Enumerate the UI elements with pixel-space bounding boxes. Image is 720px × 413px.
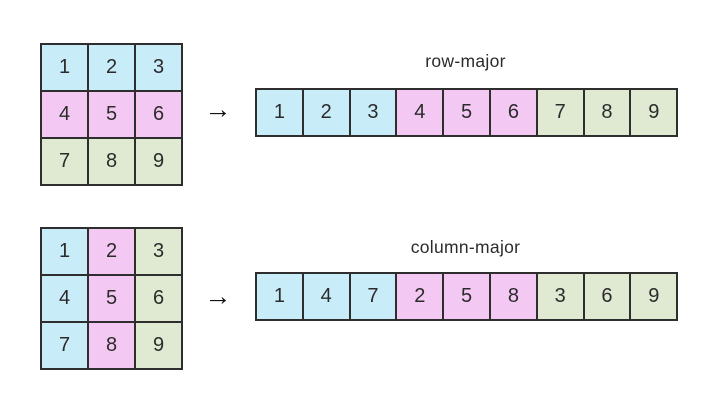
array-cell: 7 xyxy=(536,89,584,136)
matrix-cell: 6 xyxy=(135,275,182,322)
matrix-cell: 7 xyxy=(41,322,88,369)
column-major-label: column-major xyxy=(410,237,521,257)
matrix-cell: 1 xyxy=(41,228,88,275)
array-cell: 3 xyxy=(536,273,584,320)
matrix-cell: 2 xyxy=(88,44,135,91)
array-cell: 8 xyxy=(489,273,537,320)
matrix-cell: 9 xyxy=(135,138,182,185)
array-cell: 6 xyxy=(583,273,631,320)
array-cell: 9 xyxy=(630,273,678,320)
matrix-cell: 4 xyxy=(41,275,88,322)
matrix-cell: 6 xyxy=(135,91,182,138)
matrix-cell: 2 xyxy=(88,228,135,275)
array-cell: 1 xyxy=(256,273,303,320)
array-cell: 2 xyxy=(396,273,444,320)
column-major-array: 1 4 7 2 5 8 3 6 9 xyxy=(255,272,679,321)
column-major-matrix: 1 2 3 4 5 6 7 8 9 xyxy=(40,227,183,370)
array-cell: 7 xyxy=(349,273,397,320)
array-cell: 1 xyxy=(256,89,303,136)
matrix-cell: 5 xyxy=(88,91,135,138)
array-cell: 4 xyxy=(302,273,350,320)
matrix-cell: 8 xyxy=(88,138,135,185)
array-cell: 8 xyxy=(583,89,631,136)
row-major-label: row-major xyxy=(425,51,506,71)
array-cell: 5 xyxy=(443,89,490,136)
matrix-cell: 7 xyxy=(41,138,88,185)
matrix-cell: 1 xyxy=(41,44,88,91)
array-cell: 5 xyxy=(443,273,490,320)
matrix-cell: 4 xyxy=(41,91,88,138)
array-cell: 4 xyxy=(396,89,444,136)
matrix-cell: 3 xyxy=(135,228,182,275)
matrix-cell: 3 xyxy=(135,44,182,91)
right-arrow-icon: → xyxy=(204,93,232,124)
right-arrow-icon: → xyxy=(204,280,232,311)
matrix-cell: 5 xyxy=(88,275,135,322)
matrix-cell: 8 xyxy=(88,322,135,369)
row-major-matrix: 1 2 3 4 5 6 7 8 9 xyxy=(40,43,183,186)
array-cell: 3 xyxy=(349,89,397,136)
array-cell: 6 xyxy=(489,89,537,136)
array-cell: 9 xyxy=(630,89,678,136)
array-cell: 2 xyxy=(302,89,350,136)
matrix-cell: 9 xyxy=(135,322,182,369)
row-major-array: 1 2 3 4 5 6 7 8 9 xyxy=(255,88,679,137)
